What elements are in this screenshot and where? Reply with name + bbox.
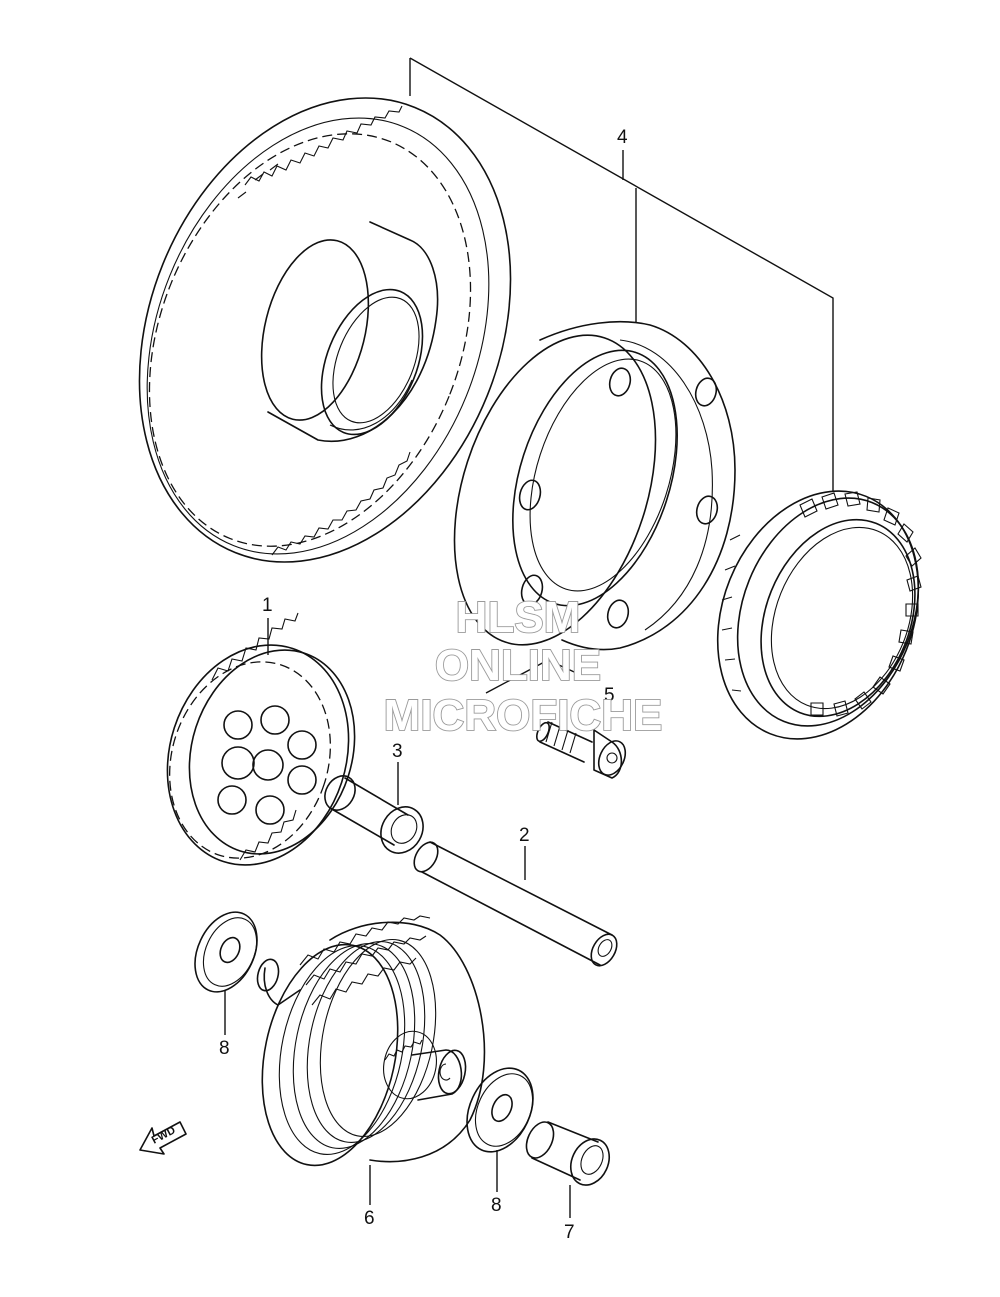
callout-1: 1 xyxy=(262,595,273,616)
bushing[interactable] xyxy=(319,770,431,860)
callout-6: 6 xyxy=(364,1208,375,1229)
callout-8-upper: 8 xyxy=(219,1038,230,1059)
bushing-lower[interactable] xyxy=(521,1118,616,1192)
callout-4: 4 xyxy=(617,127,628,148)
group-4-bracket xyxy=(409,57,834,492)
callout-8-lower: 8 xyxy=(491,1195,502,1216)
one-way-clutch[interactable] xyxy=(682,461,954,770)
washer-lower[interactable] xyxy=(454,1057,546,1162)
callout-2: 2 xyxy=(519,825,530,846)
watermark-line-3: MICROFICHE xyxy=(384,691,663,740)
starter-idle-gear[interactable] xyxy=(140,612,381,889)
watermark-line-1: HLSM xyxy=(456,593,581,642)
shaft[interactable] xyxy=(409,838,622,970)
starter-driven-gear[interactable] xyxy=(73,42,577,618)
starter-clutch-housing[interactable] xyxy=(418,309,736,670)
watermark-line-2: ONLINE xyxy=(435,641,601,690)
watermark: HLSM ONLINE MICROFICHE xyxy=(383,592,663,741)
fwd-arrow-icon: FWD xyxy=(139,1121,187,1155)
starter-clutch-gear-assy[interactable] xyxy=(243,915,486,1178)
bolt[interactable] xyxy=(534,721,630,780)
washer-upper[interactable] xyxy=(183,902,269,1002)
leader-lines xyxy=(224,618,611,1218)
callout-5: 5 xyxy=(604,685,615,706)
callout-7: 7 xyxy=(564,1222,575,1243)
callout-3: 3 xyxy=(392,741,403,762)
